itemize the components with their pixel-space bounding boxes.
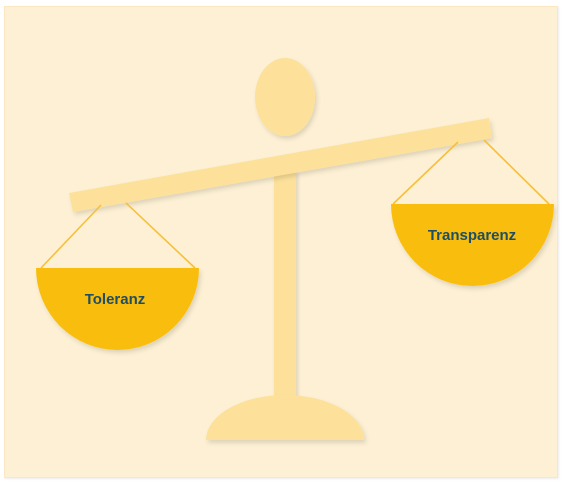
scale-base <box>206 395 364 440</box>
right-pan <box>391 204 554 286</box>
left-pan <box>36 268 199 350</box>
right-pan-label: Transparenz <box>428 227 516 244</box>
left-pan-label: Toleranz <box>85 291 146 308</box>
scale-beam <box>69 118 492 212</box>
scale-head <box>255 58 315 136</box>
right-pan-strings <box>392 139 550 205</box>
scale-pillar <box>274 170 296 402</box>
left-pan-strings <box>40 202 196 269</box>
